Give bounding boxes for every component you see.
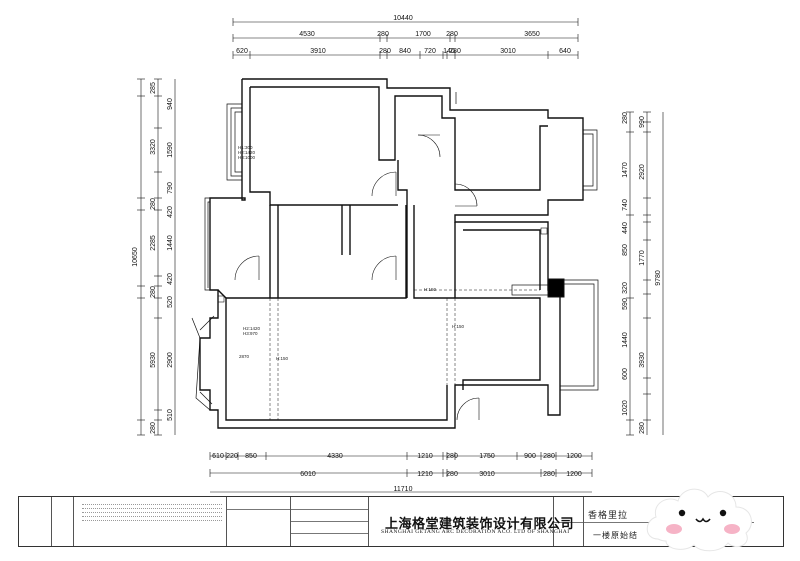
left-dim-row2-2: 790 xyxy=(167,182,174,194)
top-dim-row2-3: 840 xyxy=(399,48,411,55)
tb-company-cell xyxy=(369,497,554,546)
left-dim-row1-5: 5930 xyxy=(150,352,157,368)
bottom-total-dim: 11710 xyxy=(394,486,413,493)
left-dim-row1-1: 3320 xyxy=(150,139,157,155)
right-dim-row2-4: 850 xyxy=(622,244,629,256)
tb-cell-7 xyxy=(554,497,584,546)
marker-h150-c: H:150 xyxy=(452,324,465,329)
project-name: 香格里拉 xyxy=(588,510,629,520)
right-dim-row1-1: 2920 xyxy=(639,164,646,180)
top-dim-row1-0: 4530 xyxy=(299,31,315,38)
right-cheek-icon xyxy=(724,524,740,534)
marker-h150-a: H:150 xyxy=(276,356,289,361)
living-height-1: H2:1420 xyxy=(243,326,261,331)
bottom-dim-row1-3: 4330 xyxy=(327,453,343,460)
doors xyxy=(234,134,480,421)
right-dim-row2-9: 1020 xyxy=(622,400,629,416)
right-dim-row2-3: 440 xyxy=(622,222,629,234)
bedroom-height-3: H3:1000 xyxy=(238,155,256,160)
window-bays xyxy=(191,92,599,411)
bottom-dim-row1-8: 280 xyxy=(543,453,555,460)
tb-cell-4 xyxy=(227,497,291,546)
top-dim-row2-1: 3910 xyxy=(310,48,326,55)
left-dim-row1-0: 285 xyxy=(150,82,157,94)
top-dim-row1-3: 280 xyxy=(446,31,458,38)
top-dim-row2-0: 620 xyxy=(236,48,248,55)
living-height-2: H3:970 xyxy=(243,331,258,336)
top-dim-row2-2: 280 xyxy=(379,48,391,55)
tb-cell-1 xyxy=(19,497,52,546)
left-dim-row1-4: 280 xyxy=(150,286,157,298)
bottom-dim-row1-2: 850 xyxy=(245,453,257,460)
left-total-dim: 10650 xyxy=(132,247,139,267)
exterior-walls xyxy=(199,78,584,429)
top-dim-row1-4: 3650 xyxy=(524,31,540,38)
sheet-name: 一楼原始结 xyxy=(593,531,638,540)
left-dim-row2-5: 420 xyxy=(167,273,174,285)
bottom-dim-row2-1: 1210 xyxy=(417,471,433,478)
right-total-dim: 9780 xyxy=(655,270,662,286)
left-dim-row2-6: 520 xyxy=(167,296,174,308)
bottom-dim-row1-6: 1750 xyxy=(479,453,495,460)
left-dim-row2-7: 2900 xyxy=(167,352,174,368)
right-dim-row2-2: 740 xyxy=(622,199,629,211)
left-dim-row1-3: 2285 xyxy=(150,235,157,251)
left-dim-row2-0: 940 xyxy=(167,98,174,110)
marker-h150-b: H:150 xyxy=(424,287,437,292)
left-dim-row1-6: 280 xyxy=(150,422,157,434)
left-cheek-icon xyxy=(666,524,682,534)
right-dim-row2-1: 1470 xyxy=(622,162,629,178)
bottom-dim-row1-4: 1210 xyxy=(417,453,433,460)
company-name-cn: 上海格堂建筑装饰设计有限公司 xyxy=(385,516,575,531)
right-dim-row2-5: 320 xyxy=(622,282,629,294)
right-dim-row1-2: 1770 xyxy=(639,250,646,266)
tb-cell-2 xyxy=(52,497,74,546)
left-dim-row1-2: 280 xyxy=(150,198,157,210)
left-dim-row2-3: 420 xyxy=(167,206,174,218)
bottom-dim-row1-1: 220 xyxy=(226,453,238,460)
bottom-dim-row2-0: 6010 xyxy=(300,471,316,478)
bottom-dim-row2-3: 3010 xyxy=(479,471,495,478)
top-dim-row1-1: 280 xyxy=(377,31,389,38)
bottom-dim-row1-9: 1200 xyxy=(566,453,582,460)
left-dim-row2-4: 1440 xyxy=(167,235,174,251)
room-annotations: H1:300 H2:1420 H3:1000 H2:1420 H3:970 28… xyxy=(238,145,465,361)
tb-notes-cell xyxy=(74,497,227,546)
tb-cell-5 xyxy=(291,497,369,546)
bottom-dim-row2-4: 280 xyxy=(543,471,555,478)
top-dim-row2-7: 3010 xyxy=(500,48,516,55)
bottom-dim-row1-5: 280 xyxy=(446,453,458,460)
bedroom-height-1: H1:300 xyxy=(238,145,253,150)
top-dim-row1-2: 1700 xyxy=(415,31,431,38)
top-total-dim: 10440 xyxy=(393,15,413,22)
bedroom-height-2: H2:1420 xyxy=(238,150,256,155)
bottom-dim-row2-5: 1200 xyxy=(566,471,582,478)
right-dim-row1-4: 280 xyxy=(639,422,646,434)
bottom-dim-row2-2: 280 xyxy=(446,471,458,478)
left-dim-row2-8: 510 xyxy=(167,409,174,421)
right-dim-row1-3: 3930 xyxy=(639,352,646,368)
bottom-dim-row1-0: 610 xyxy=(212,453,224,460)
cloud-face-sticker xyxy=(646,488,752,552)
top-dim-row2-4: 720 xyxy=(424,48,436,55)
right-dim-row1-0: 990 xyxy=(639,116,646,128)
left-eye-icon xyxy=(678,509,686,517)
marker-2870: 2870 xyxy=(239,354,250,359)
right-dim-row2-0: 280 xyxy=(622,112,629,124)
company-name-en: SHANGHAI GETANG ARC DECORATION ACO. LTD … xyxy=(381,529,570,535)
right-dim-row2-6: 590 xyxy=(622,298,629,310)
right-eye-icon xyxy=(719,509,727,517)
beam-lines xyxy=(269,289,540,420)
structural-column xyxy=(547,278,565,298)
top-dim-row2-6: 280 xyxy=(449,48,461,55)
top-dim-row2-5: 140 xyxy=(443,48,455,55)
bottom-dim-row1-7: 900 xyxy=(524,453,536,460)
smile-icon xyxy=(695,517,711,523)
tb-notes-scribble xyxy=(82,499,222,524)
left-dim-row2-1: 1590 xyxy=(167,142,174,158)
top-dim-row2-8: 640 xyxy=(559,48,571,55)
right-dim-row2-7: 1440 xyxy=(622,332,629,348)
right-dim-row2-8: 600 xyxy=(622,368,629,380)
